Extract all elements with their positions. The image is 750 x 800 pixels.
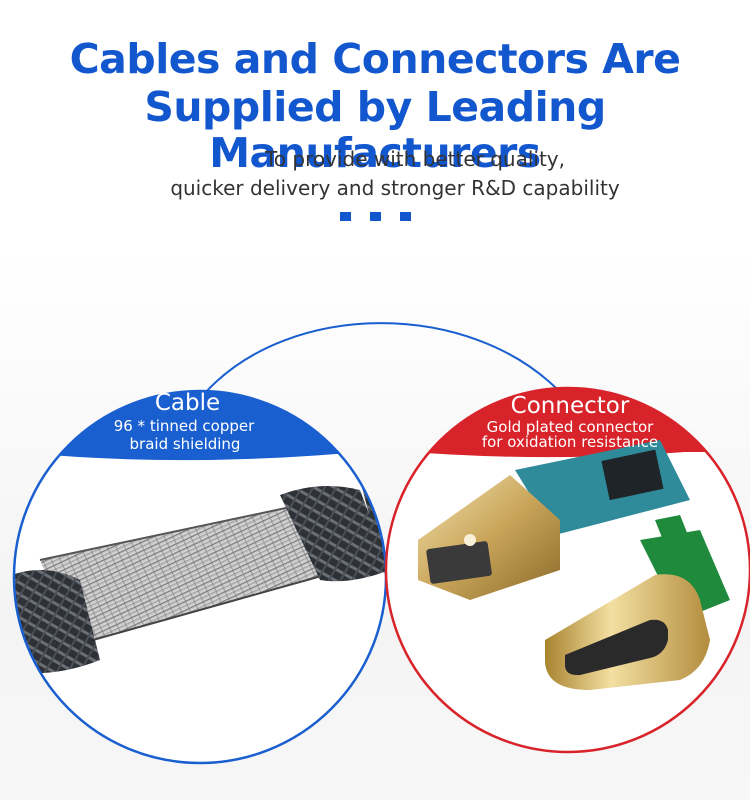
cable-label-title: Cable [154,390,221,416]
dot-2 [370,212,381,221]
cable-label-desc-line-2: braid shielding [129,435,241,453]
dot-1 [340,212,351,221]
cable-label-desc-line-1: 96 * tinned copper [113,417,255,435]
connector-image [418,440,730,690]
subtitle-line-2: quicker delivery and stronger R&D capabi… [170,176,620,200]
subtitle-line-1: To provide with better quality, [264,147,565,171]
page-title-line-1: Cables and Connectors Are [69,35,681,83]
dot-3 [400,212,411,221]
connector-label-desc-line-2: for oxidation resistance [481,433,659,451]
connecting-arc [204,322,561,394]
page-title-line-2: Supplied by Leading Manufacturers [144,83,606,177]
connector-circle [384,386,750,754]
connector-label-title: Connector [510,393,630,419]
connector-label-desc-line-1: Gold plated connector [486,418,654,436]
